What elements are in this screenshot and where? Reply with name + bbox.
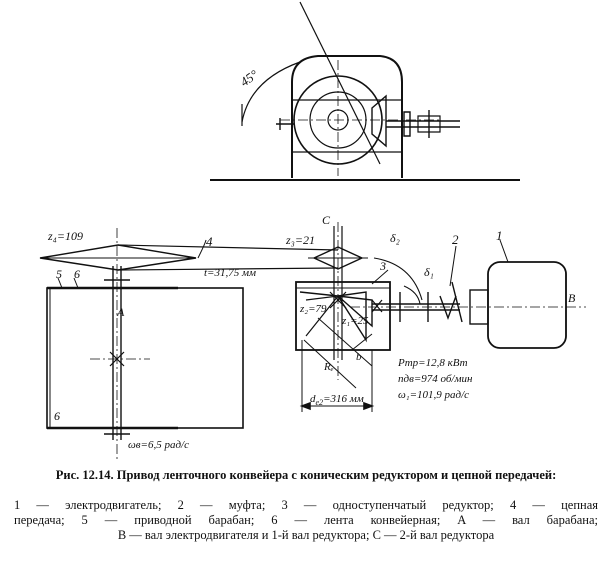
de2-label: de2=316 мм — [310, 393, 364, 407]
label-4: 4 — [206, 234, 213, 249]
re-label: Rₑ — [323, 361, 334, 373]
figure-caption-line-1: 1 — электродвигатель; 2 — муфта; 3 — одн… — [14, 498, 598, 512]
b-label: b — [356, 351, 362, 363]
omega-b-label: ωв=6,5 рад/с — [128, 439, 189, 451]
z3-label: z₃=21 — [285, 233, 315, 247]
figure-caption-line-3: B — вал электродвигателя и 1-й вал редук… — [117, 528, 495, 542]
omega1-label: ω₁=101,9 рад/с — [398, 389, 469, 401]
label-1: 1 — [496, 228, 503, 243]
delta1-label: δ₁ — [424, 265, 434, 279]
figure-caption-title: Рис. 12.14. Привод ленточного конвейера … — [55, 468, 557, 482]
drive-schematic — [39, 222, 586, 460]
label-2: 2 — [452, 232, 459, 247]
label-3: 3 — [379, 259, 386, 273]
label-5: 5 — [56, 267, 62, 281]
label-B: B — [568, 291, 576, 305]
gearbox-side-view — [210, 1, 520, 181]
n-label: nдв=974 об/мин — [398, 373, 473, 385]
figure-caption-line-2: передача; 5 — приводной барабан; 6 — лен… — [14, 513, 598, 527]
z1-label: z₁=25 — [341, 315, 369, 327]
z4-label: z₄=109 — [47, 229, 83, 243]
label-6-bottom: 6 — [54, 409, 60, 423]
label-C: C — [322, 213, 331, 227]
chain-pitch-label: t=31,75 мм — [204, 267, 256, 279]
z2-label: z₂=79 — [299, 303, 327, 315]
delta2-label: δ₂ — [390, 231, 400, 245]
label-6-top: 6 — [74, 267, 80, 281]
label-A: A — [116, 305, 125, 319]
angle-45-label: 45° — [237, 67, 261, 90]
p-label: Pтр=12,8 кВт — [397, 357, 468, 369]
